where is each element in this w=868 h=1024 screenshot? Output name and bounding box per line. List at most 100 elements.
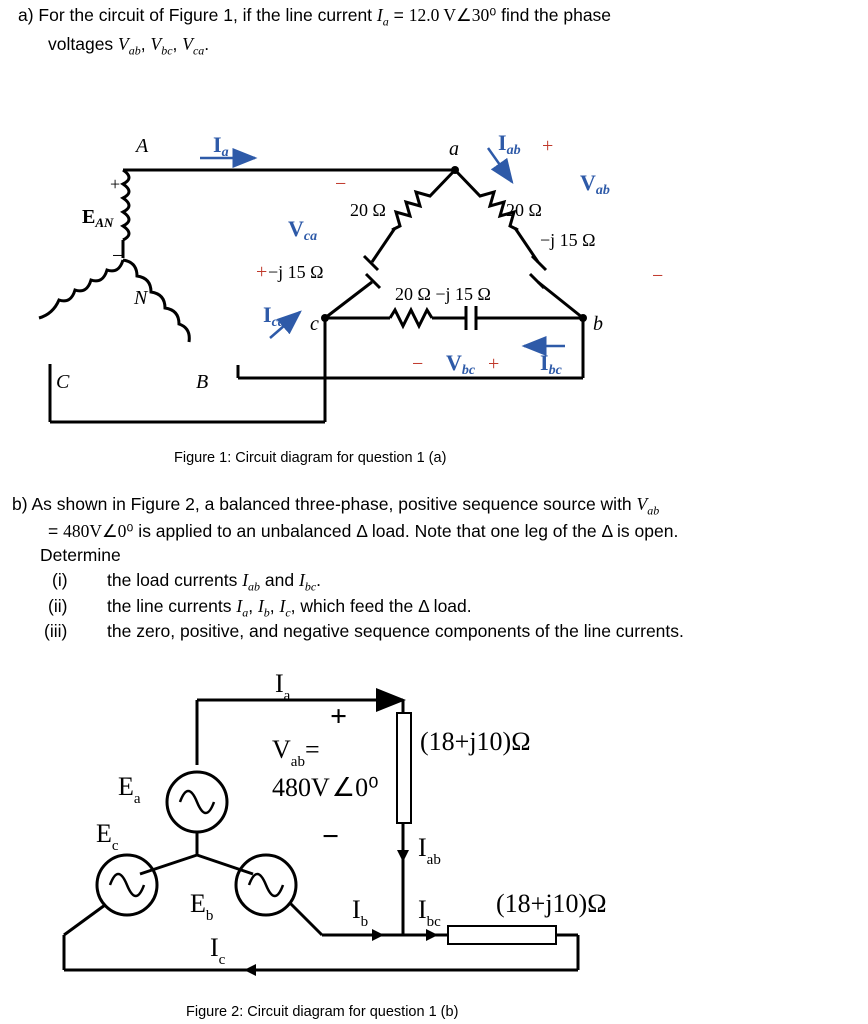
svg-text:Vab: Vab <box>580 170 610 198</box>
svg-text:Ibc: Ibc <box>540 350 563 378</box>
resistor-ca <box>391 168 457 232</box>
svg-text:Ic: Ic <box>210 933 226 968</box>
fig2-ic-sub: c <box>219 952 226 968</box>
fig2-ia-sub: a <box>284 688 291 704</box>
svg-text:Ia: Ia <box>275 669 291 704</box>
iab-label: I <box>498 130 507 155</box>
equals: = <box>388 5 409 25</box>
vca-label-sub: ca <box>304 229 317 244</box>
vab-symbol: V <box>118 34 129 54</box>
item-iii-num: (iii) <box>44 621 68 641</box>
question-b-line1: b) As shown in Figure 2, a balanced thre… <box>12 492 659 523</box>
fig2-ib-label: I <box>352 895 361 924</box>
vab-sub: ab <box>128 43 141 58</box>
ibc-label-sub: bc <box>549 363 563 378</box>
rx-bc-value: 20 Ω −j 15 Ω <box>395 284 491 304</box>
node-A-label: A <box>134 135 149 157</box>
item-ii-post: , which feed the Δ load. <box>290 596 472 616</box>
vbc-plus: + <box>488 353 499 375</box>
vca-sub: ca <box>192 43 205 58</box>
vab-minus: − <box>652 265 663 287</box>
r-ca-value: 20 Ω <box>350 200 386 220</box>
svg-text:Ibc: Ibc <box>418 895 441 930</box>
node-C-label: C <box>56 371 70 393</box>
fig2-iab-sub: ab <box>427 852 441 868</box>
fig2-vab-sub: ab <box>291 754 305 770</box>
svg-text:Ica: Ica <box>263 302 285 330</box>
fig2-z1-label: (18+j10)Ω <box>420 727 531 756</box>
ean-minus: − <box>112 245 123 267</box>
vab-sym-b: V <box>636 494 648 514</box>
vab-plus: + <box>542 135 553 157</box>
item-ii-text: the line currents Ia, Ib, Ic, which feed… <box>107 596 472 620</box>
figure1-caption: Figure 1: Circuit diagram for question 1… <box>174 450 447 466</box>
resistor-ab <box>453 168 519 232</box>
ica-label: I <box>263 302 272 327</box>
vbc-symbol: V <box>150 34 162 54</box>
ean-E: E <box>82 206 95 228</box>
fig2-eb-sub: b <box>206 908 214 924</box>
fig2-ea-sub: a <box>134 791 141 807</box>
svg-text:Ia: Ia <box>213 132 229 160</box>
coil-an <box>120 168 131 242</box>
svg-text:Ea: Ea <box>118 772 141 807</box>
item-ii-pre: the line currents <box>107 596 237 616</box>
item-i-num: (i) <box>52 570 68 590</box>
vbc-label: V <box>446 350 462 375</box>
ia-symbol: I <box>376 5 383 25</box>
ica-label-sub: ca <box>272 315 285 330</box>
fig2-minus: − <box>322 820 339 853</box>
svg-text:Vbc: Vbc <box>446 350 476 378</box>
fig2-v-angle: 0⁰ <box>355 773 378 802</box>
svg-text:Vab=: Vab= <box>272 735 320 770</box>
question-a-line1: a) For the circuit of Figure 1, if the l… <box>18 3 611 34</box>
fig2-ea-label: E <box>118 772 134 801</box>
vab-sub-b: ab <box>647 503 660 518</box>
vbc-label-sub: bc <box>462 363 476 378</box>
svg-text:480V∠0⁰: 480V∠0⁰ <box>272 773 379 802</box>
item-ii-num: (ii) <box>48 596 68 616</box>
svg-text:Ec: Ec <box>96 819 119 854</box>
ia-label-sub: a <box>222 145 229 160</box>
question-b-line2-post: is applied to an unbalanced Δ load. Note… <box>133 521 679 541</box>
vab-label-sub: ab <box>596 183 610 198</box>
question-b-line3: Determine <box>40 545 121 565</box>
ibc-label: I <box>540 350 549 375</box>
node-c-label: c <box>310 313 319 335</box>
fig2-plus: + <box>330 700 347 733</box>
item-i-mid: and <box>260 570 299 590</box>
item-i-text: the load currents Iab and Ibc. <box>107 570 322 594</box>
question-a-line2-text: voltages <box>48 34 119 54</box>
question-b-line2: = 480V∠0⁰ is applied to an unbalanced Δ … <box>48 519 678 543</box>
fig2-vab-label: V <box>272 735 291 764</box>
node-a-label: a <box>449 138 459 160</box>
svg-text:Iab: Iab <box>498 130 521 158</box>
fig2-ibc-label: I <box>418 895 427 924</box>
ean-sub: AN <box>94 215 114 230</box>
r-ab-value: 20 Ω <box>506 200 542 220</box>
item-iii-text: the zero, positive, and negative sequenc… <box>107 621 684 641</box>
item-i-post: . <box>316 570 322 590</box>
svg-text:EAN: EAN <box>82 206 114 230</box>
question-b-line1-text: b) As shown in Figure 2, a balanced thre… <box>12 494 637 514</box>
question-a-text-post: find the phase <box>496 5 612 25</box>
fig2-v-value: 480V <box>272 773 330 802</box>
vbc-minus: − <box>412 353 423 375</box>
resistor-bc <box>388 306 434 330</box>
coil-cn <box>38 259 125 320</box>
figure2-caption: Figure 2: Circuit diagram for question 1… <box>186 1004 459 1020</box>
question-a-line2: voltages Vab, Vbc, Vca. <box>48 34 210 58</box>
svg-text:Ib: Ib <box>352 895 368 930</box>
fig2-z2-label: (18+j10)Ω <box>496 889 607 918</box>
question-b-line2-pre: = <box>48 521 64 541</box>
coil-bn <box>122 258 191 343</box>
fig2-ec-sub: c <box>112 838 119 854</box>
fig2-ia-label: I <box>275 669 284 698</box>
fig2-ec-label: E <box>96 819 112 848</box>
iab-label-sub: ab <box>507 143 521 158</box>
node-b-label: b <box>593 313 603 335</box>
fig2-ibc-sub: bc <box>427 914 442 930</box>
vca-plus: + <box>256 261 267 283</box>
svg-text:Vca: Vca <box>288 216 317 244</box>
